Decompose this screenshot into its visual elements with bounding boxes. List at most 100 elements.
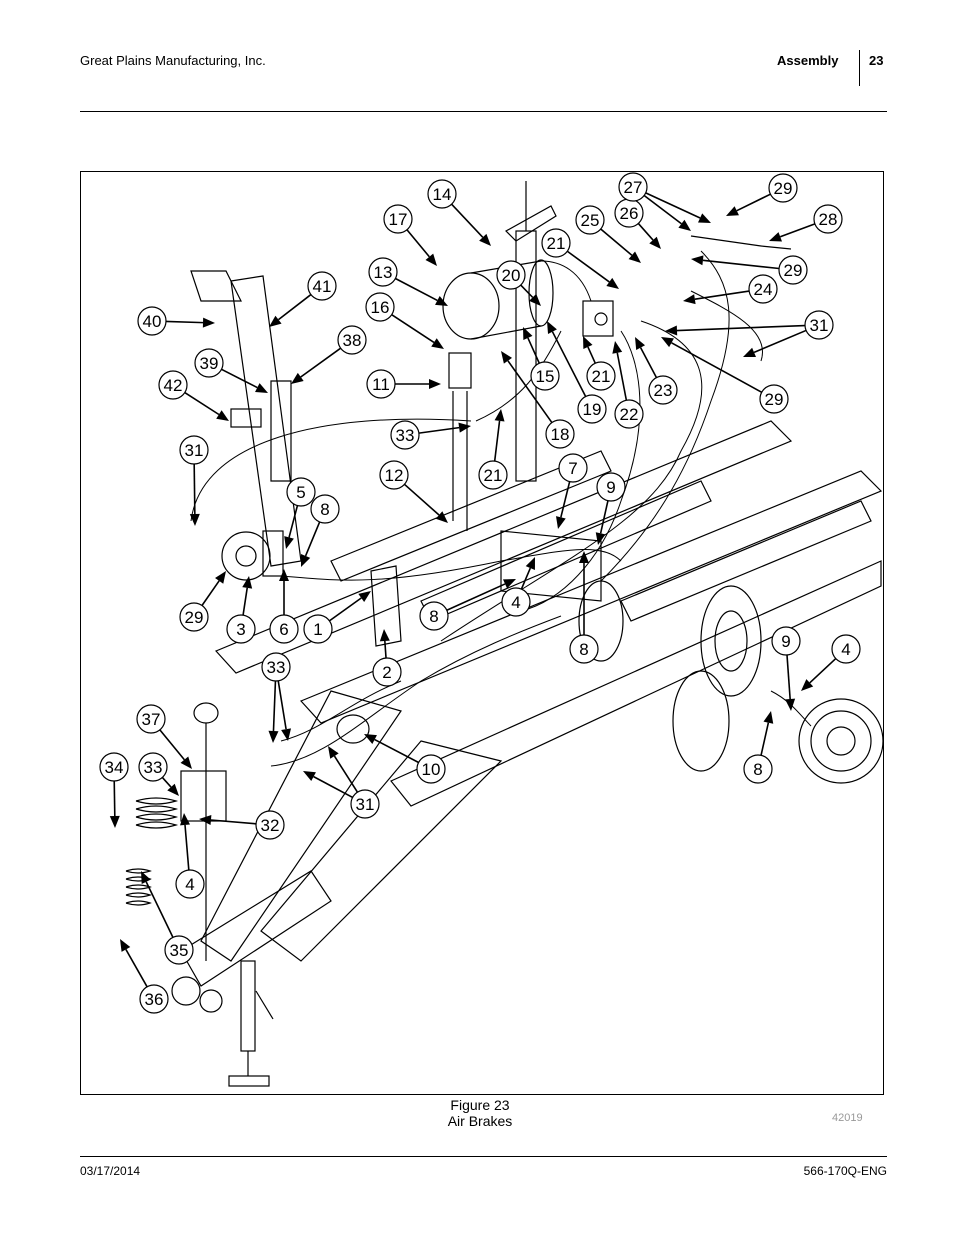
callout-circle (813, 204, 843, 234)
callout-label: 31 (810, 316, 829, 335)
callout-17: 17 (383, 204, 437, 266)
callout-42: 42 (158, 370, 229, 421)
arrow-head (661, 337, 674, 348)
arrow-head (579, 551, 589, 563)
leader-line (272, 680, 277, 732)
arrow-head (199, 815, 212, 825)
air-lines (190, 250, 812, 767)
callout-4: 4 (175, 813, 205, 899)
callout-label: 13 (374, 263, 393, 282)
leader-line (418, 426, 460, 434)
leader-line (403, 483, 440, 516)
arrow-head (268, 730, 279, 743)
leader-line (560, 481, 571, 518)
callout-label: 36 (145, 990, 164, 1009)
arrow-head (202, 317, 215, 328)
callout-20: 20 (496, 260, 541, 306)
callout-41: 41 (269, 271, 337, 327)
callout-circle (179, 435, 209, 465)
callout-circle (366, 369, 396, 399)
callout-29: 29 (726, 173, 798, 216)
callout-label: 1 (313, 620, 322, 639)
callout-label: 29 (765, 390, 784, 409)
leader-line (616, 352, 628, 401)
callout-35: 35 (141, 871, 194, 965)
callout-label: 10 (422, 760, 441, 779)
leader-line (676, 324, 806, 332)
callout-10: 10 (364, 734, 446, 784)
callout-label: 40 (143, 312, 162, 331)
callout-label: 21 (592, 367, 611, 386)
callout-circle (586, 361, 616, 391)
callout-label: 8 (429, 607, 438, 626)
arrow-head (281, 728, 292, 741)
figure-title: Air Brakes (447, 1113, 513, 1129)
arrow-head (328, 746, 339, 759)
callout-15: 15 (523, 327, 560, 391)
callout-39: 39 (194, 348, 268, 393)
callout-23: 23 (635, 337, 678, 405)
callout-14: 14 (427, 179, 491, 246)
arrow-head (429, 379, 441, 389)
callout-circle (569, 634, 599, 664)
callout-36: 36 (120, 939, 169, 1014)
section-title: Assembly (777, 53, 839, 68)
leader-line (587, 346, 596, 364)
callout-8: 8 (300, 494, 340, 567)
arrow-head (216, 410, 229, 421)
arrow-head (525, 557, 535, 570)
callout-label: 15 (536, 367, 555, 386)
callout-label: 33 (144, 758, 163, 777)
footer-rule (80, 1156, 887, 1157)
callout-label: 21 (484, 466, 503, 485)
arrow-head (763, 711, 774, 724)
callout-label: 28 (819, 210, 838, 229)
arrow-head (785, 698, 796, 711)
callout-28: 28 (769, 204, 843, 242)
callout-3: 3 (226, 576, 256, 644)
callout-33: 33 (390, 420, 471, 450)
callout-label: 35 (170, 941, 189, 960)
callout-label: 37 (142, 710, 161, 729)
callout-circle (390, 420, 420, 450)
leader-line (193, 463, 196, 515)
callout-label: 18 (551, 425, 570, 444)
leader-line (184, 391, 220, 416)
callout-circle (368, 257, 398, 287)
callout-21: 21 (583, 336, 616, 391)
callout-12: 12 (379, 460, 448, 523)
callout-9: 9 (771, 626, 801, 711)
arrow-head (743, 347, 756, 357)
arrow-head (635, 337, 646, 350)
leader-line (384, 640, 387, 659)
callout-29: 29 (661, 337, 789, 414)
callout-circle (804, 310, 834, 340)
arrow-head (284, 536, 294, 549)
arrow-head (431, 338, 444, 349)
callout-label: 19 (583, 400, 602, 419)
callout-19: 19 (547, 321, 607, 424)
callout-label: 33 (396, 426, 415, 445)
callout-circle (577, 394, 607, 424)
leader-line (406, 229, 430, 258)
callout-circle (743, 754, 773, 784)
callout-label: 16 (371, 298, 390, 317)
callout-label: 33 (267, 658, 286, 677)
leader-line (786, 654, 791, 700)
callout-circle (614, 399, 644, 429)
callout-18: 18 (501, 351, 575, 449)
callout-label: 27 (624, 178, 643, 197)
callout-6: 6 (269, 569, 299, 644)
arrow-head (547, 321, 557, 334)
callout-circle (530, 361, 560, 391)
callout-label: 11 (372, 375, 390, 394)
callout-label: 42 (164, 376, 183, 395)
callout-label: 8 (753, 760, 762, 779)
leader-line (809, 657, 837, 684)
header-divider (859, 50, 860, 86)
arrow-head (529, 293, 541, 306)
callout-circle (255, 810, 285, 840)
callout-label: 6 (279, 620, 288, 639)
document-number: 566-170Q-ENG (803, 1164, 887, 1178)
callout-circle (558, 453, 588, 483)
